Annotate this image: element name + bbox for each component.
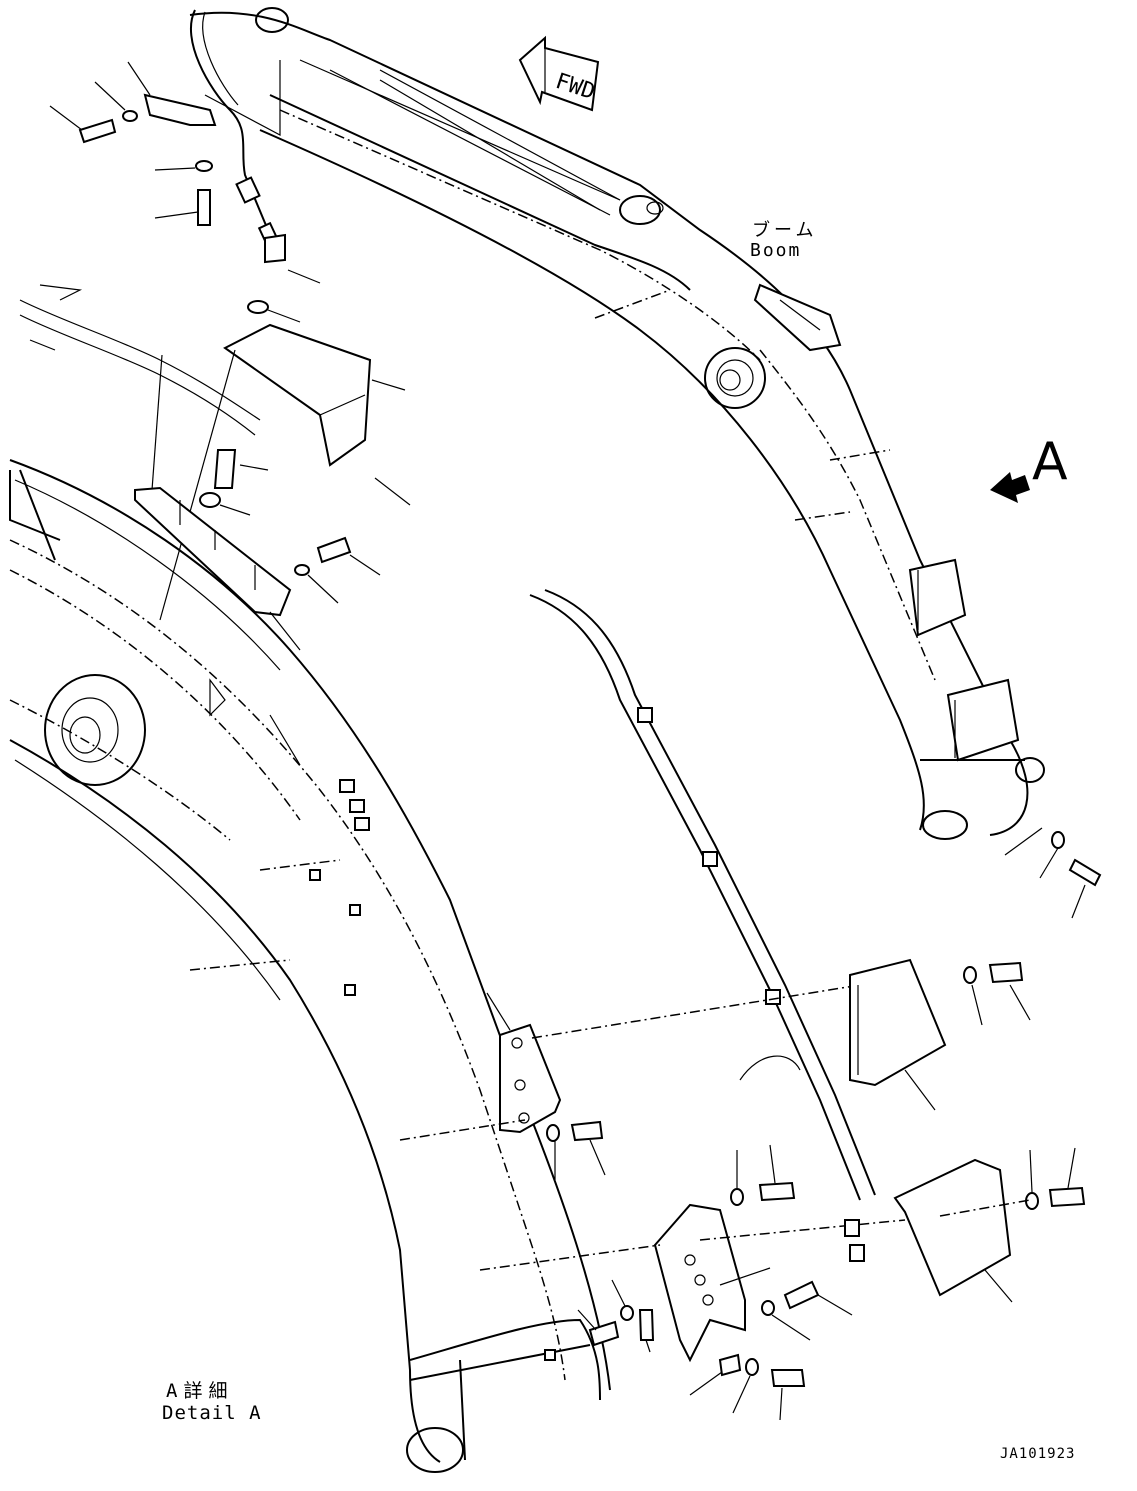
lower-guard-plate-upper (849, 958, 1031, 1111)
lower-boom-outline (9, 459, 611, 1473)
detail-a-label: Detail A (162, 1402, 262, 1424)
fwd-label: FWD (552, 69, 598, 105)
lower-connector-clusters (309, 779, 865, 1361)
boom-label: Boom (750, 240, 802, 261)
drawing-number: JA101923 (1000, 1446, 1076, 1462)
lower-bracket-right (479, 1144, 906, 1421)
top-left-hardware (49, 60, 281, 226)
upper-guard-plates (908, 558, 1102, 919)
view-direction-arrow-icon (990, 472, 1030, 503)
left-cover-plate (159, 323, 411, 621)
upper-hose-harness (189, 9, 621, 245)
lower-guard-plate-lower (893, 1147, 1086, 1303)
lower-hose (529, 589, 876, 1201)
fwd-arrow-icon: FWD (518, 35, 600, 112)
boom-label-jp: ブーム (752, 220, 818, 241)
left-clamp-bracket (134, 486, 381, 651)
view-a-label: A (1032, 432, 1068, 492)
left-harness (19, 284, 261, 491)
boom-upper-outline (189, 7, 1045, 840)
lower-guard-bracket-left (399, 984, 861, 1180)
boom-tip-bracket (753, 283, 842, 352)
detail-a-label-jp: A詳細 (166, 1380, 234, 1402)
left-cover-hardware (199, 233, 321, 516)
